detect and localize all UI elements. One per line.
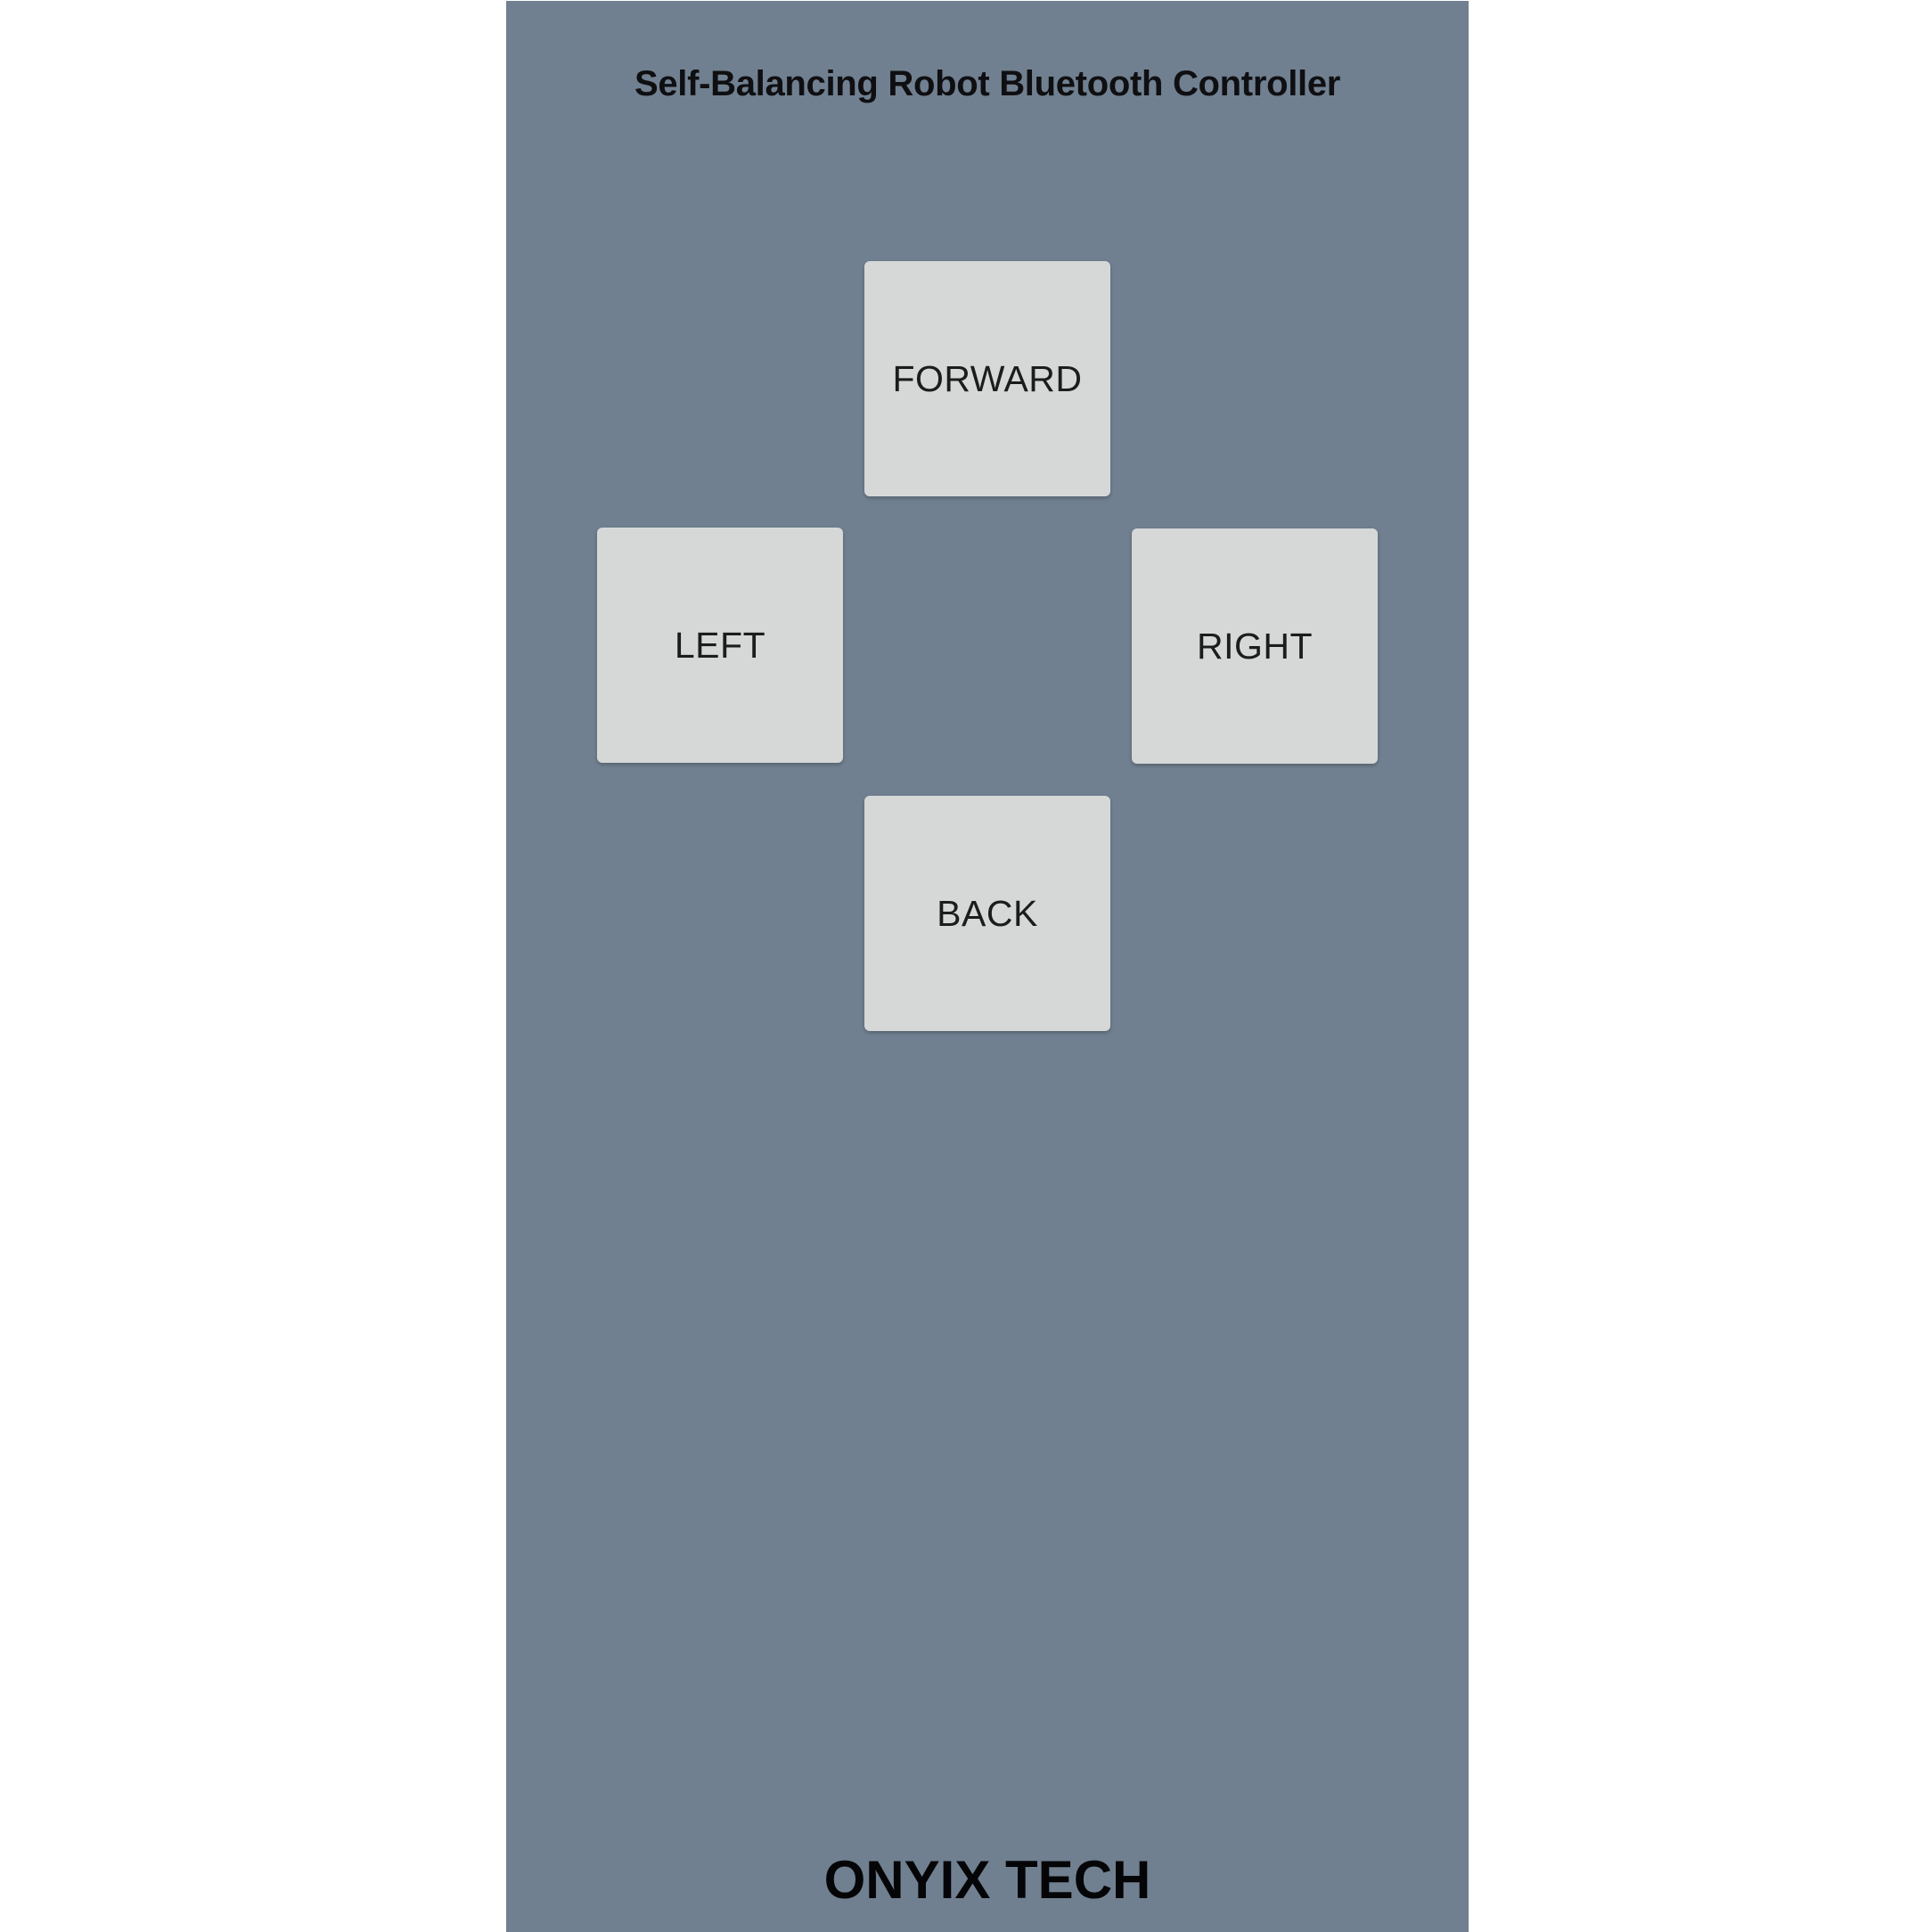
left-button[interactable]: LEFT [597, 528, 843, 763]
right-button[interactable]: RIGHT [1132, 528, 1378, 764]
right-button-label: RIGHT [1196, 625, 1314, 667]
forward-button[interactable]: FORWARD [864, 261, 1110, 496]
back-button[interactable]: BACK [864, 796, 1110, 1031]
controller-screen: Self-Balancing Robot Bluetooth Controlle… [506, 1, 1469, 1932]
back-button-label: BACK [937, 892, 1038, 934]
brand-footer: ONYIX TECH [823, 1850, 1151, 1910]
left-button-label: LEFT [674, 624, 766, 666]
page-title: Self-Balancing Robot Bluetooth Controlle… [634, 64, 1341, 103]
forward-button-label: FORWARD [892, 357, 1083, 399]
